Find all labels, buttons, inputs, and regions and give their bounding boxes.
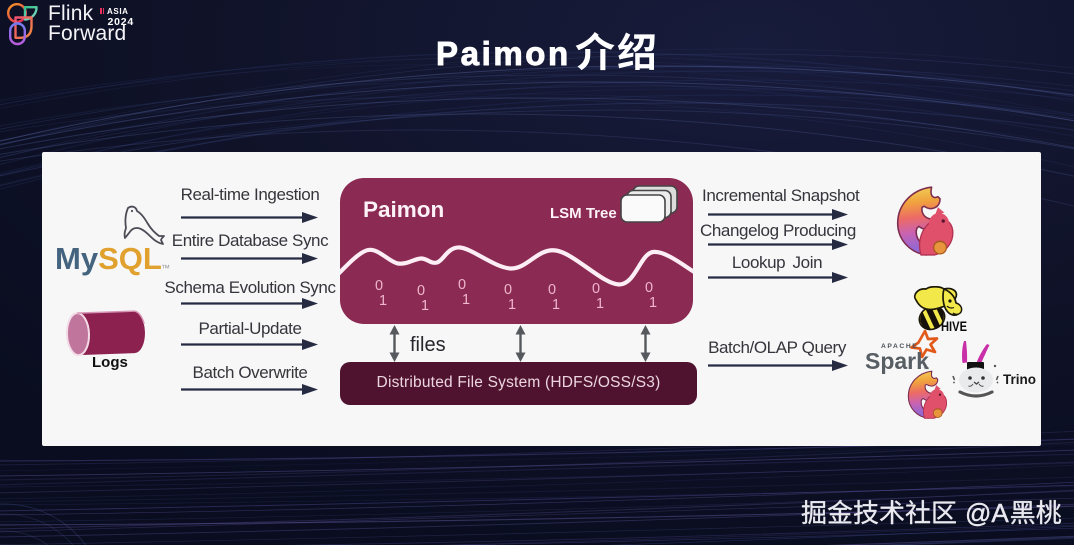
svg-text:™: ™: [161, 263, 170, 273]
svg-text:HIVE: HIVE: [941, 318, 967, 334]
svg-text:™: ™: [923, 366, 929, 373]
svg-text:Logs: Logs: [92, 354, 128, 370]
svg-text:MySQL: MySQL: [55, 241, 162, 276]
svg-text:Trino: Trino: [1003, 372, 1036, 387]
svg-text:APACHE: APACHE: [881, 343, 918, 350]
svg-text:Spark: Spark: [865, 348, 929, 374]
svg-text:@A: @A: [965, 498, 1009, 528]
svg-text:Paimon: Paimon: [436, 35, 571, 72]
